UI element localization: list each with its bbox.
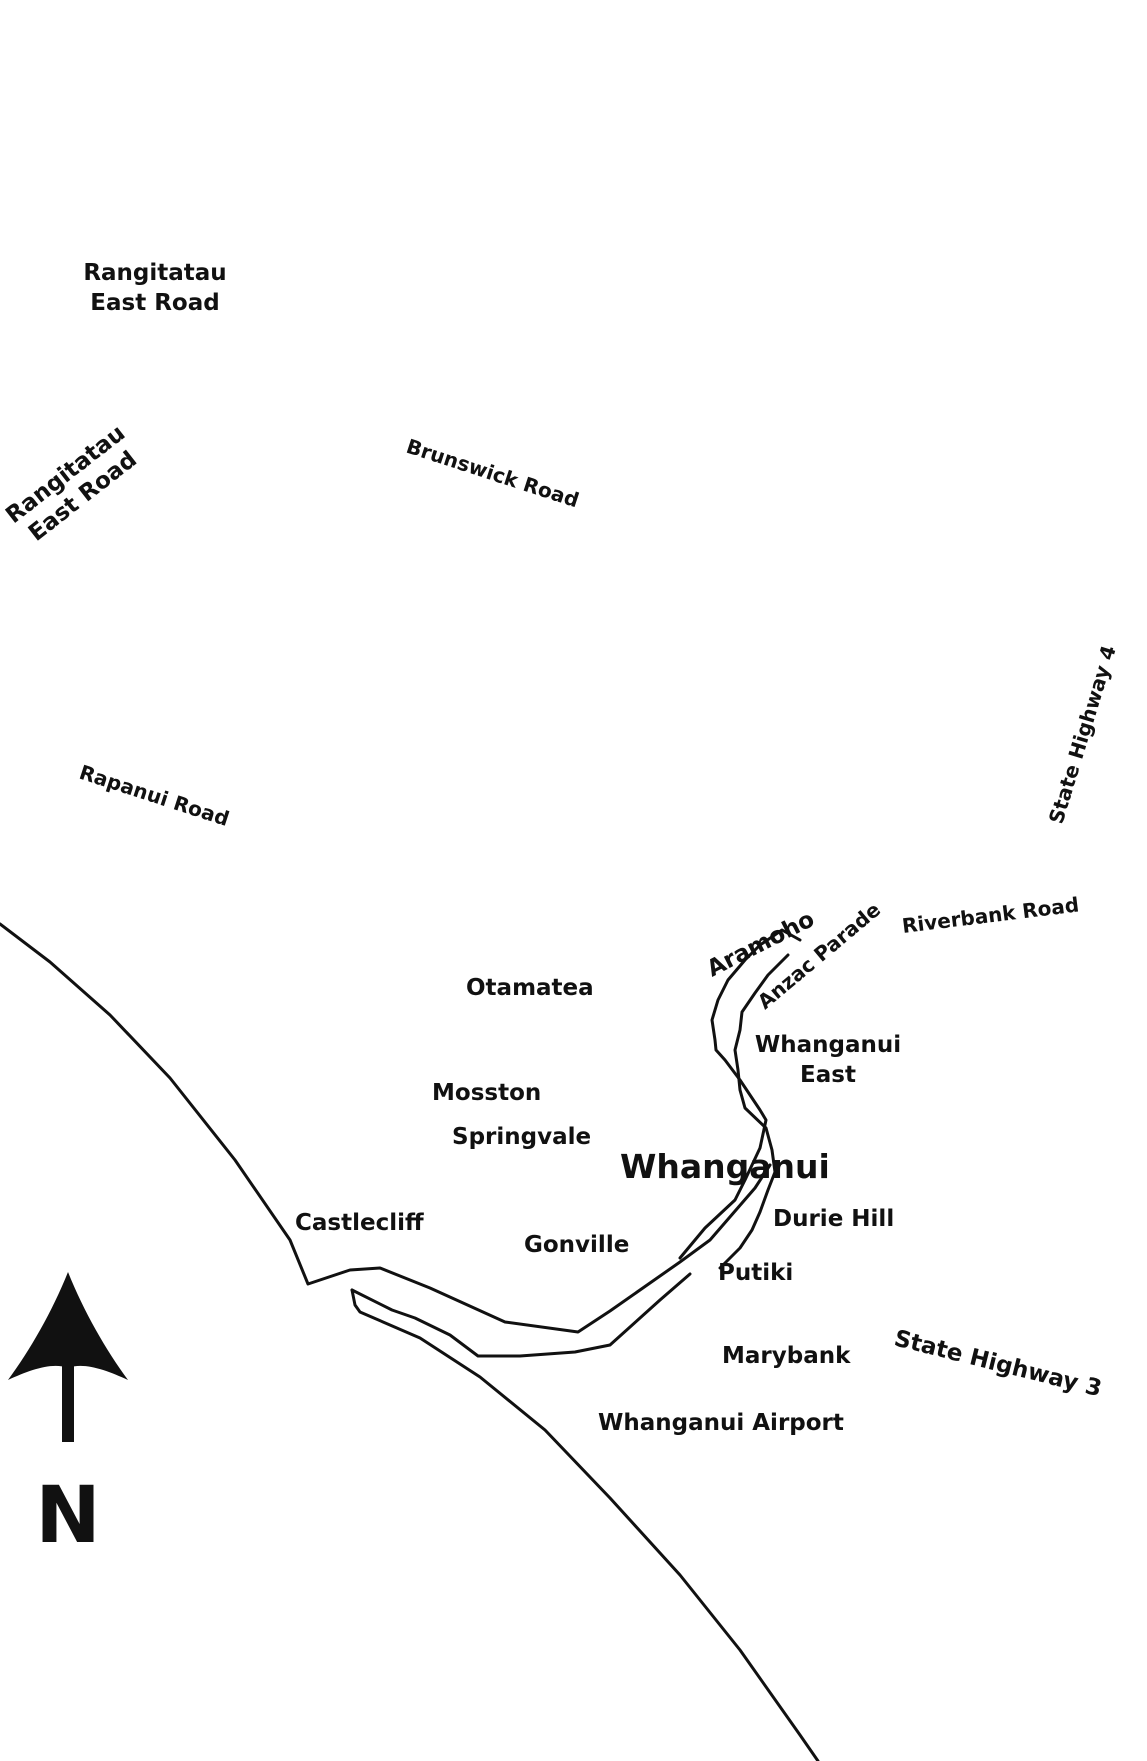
coastline-south <box>350 1288 820 1761</box>
river-bank-east <box>718 953 790 1270</box>
place-label-whanganui: Whanganui <box>620 1147 830 1186</box>
road-label-brunswick: Brunswick Road <box>403 434 582 512</box>
river-channel-upper <box>350 1272 692 1358</box>
road-label-anzac-parade: Anzac Parade <box>753 897 885 1013</box>
place-label-otamatea: Otamatea <box>466 975 594 1001</box>
coastline <box>0 922 772 1334</box>
north-letter: N <box>35 1471 100 1561</box>
place-label-castlecliff: Castlecliff <box>295 1210 424 1236</box>
place-label-putiki: Putiki <box>718 1260 793 1286</box>
place-label-whanganui-airport: Whanganui Airport <box>598 1410 844 1436</box>
place-label-mosston: Mosston <box>432 1080 541 1106</box>
place-label-gonville: Gonville <box>524 1232 629 1258</box>
place-label-durie-hill: Durie Hill <box>773 1206 894 1232</box>
road-label-riverbank: Riverbank Road <box>901 892 1081 938</box>
place-label-whanganui-east-2: East <box>800 1062 856 1088</box>
road-label-rapanui: Rapanui Road <box>76 760 232 831</box>
road-label-state-highway-4: State Highway 4 <box>1044 643 1121 827</box>
north-arrow-icon <box>8 1272 128 1442</box>
road-label-rangitatau-east-top-1: Rangitatau <box>83 260 226 286</box>
road-label-rangitatau-east-top-2: East Road <box>90 290 219 316</box>
place-label-springvale: Springvale <box>452 1124 591 1150</box>
river-bank-west <box>678 928 802 1260</box>
road-label-state-highway-3: State Highway 3 <box>892 1326 1105 1403</box>
place-label-whanganui-east-1: Whanganui <box>755 1032 901 1058</box>
place-label-marybank: Marybank <box>722 1343 851 1369</box>
road-label-rangitatau-east-diag: Rangitatau East Road <box>1 420 142 547</box>
